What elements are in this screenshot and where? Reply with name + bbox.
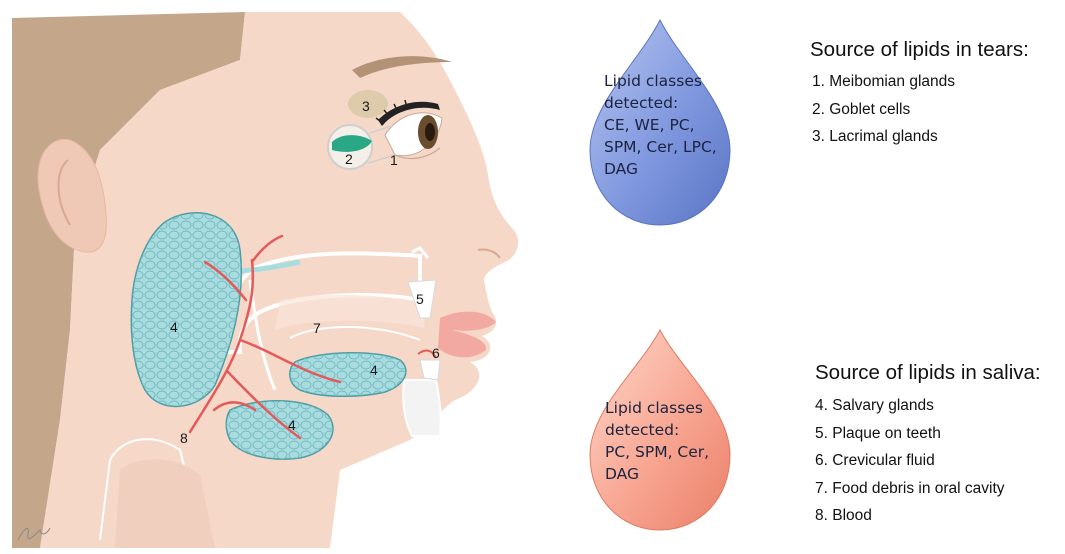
label-7: 7 <box>313 320 321 336</box>
jaw-bone <box>403 380 441 436</box>
label-2: 2 <box>345 151 353 167</box>
label-5: 5 <box>416 291 424 307</box>
saliva-drop-line-2: detected: <box>605 419 709 441</box>
label-3: 3 <box>362 98 370 114</box>
tears-panel-title: Source of lipids in tears: <box>810 38 1029 62</box>
tears-drop-line-5: DAG <box>604 158 717 180</box>
label-8: 8 <box>180 430 188 446</box>
saliva-panel-list: 4. Salvary glands 5. Plaque on teeth 6. … <box>815 396 1005 534</box>
saliva-item-8: 8. Blood <box>815 506 1005 534</box>
tears-item-2: 2. Goblet cells <box>812 100 955 128</box>
saliva-drop-line-4: DAG <box>605 463 709 485</box>
tears-item-1: 1. Meibomian glands <box>812 72 955 100</box>
saliva-drop-line-3: PC, SPM, Cer, <box>605 441 709 463</box>
saliva-item-7: 7. Food debris in oral cavity <box>815 479 1005 507</box>
tears-item-3: 3. Lacrimal glands <box>812 127 955 155</box>
saliva-item-5: 5. Plaque on teeth <box>815 424 1005 452</box>
tears-drop-line-2: detected: <box>604 92 717 114</box>
tears-drop-line-1: Lipid classes <box>604 70 717 92</box>
tears-drop-text: Lipid classes detected: CE, WE, PC, SPM,… <box>604 70 717 180</box>
tears-drop-line-4: SPM, Cer, LPC, <box>604 136 717 158</box>
saliva-item-4: 4. Salvary glands <box>815 396 1005 424</box>
label-4-sublingual: 4 <box>370 362 378 378</box>
tears-drop-line-3: CE, WE, PC, <box>604 114 717 136</box>
saliva-drop-text: Lipid classes detected: PC, SPM, Cer, DA… <box>605 397 709 485</box>
label-1: 1 <box>390 152 398 168</box>
tears-panel-list: 1. Meibomian glands 2. Goblet cells 3. L… <box>812 72 955 155</box>
saliva-drop-line-1: Lipid classes <box>605 397 709 419</box>
saliva-item-6: 6. Crevicular fluid <box>815 451 1005 479</box>
saliva-panel-title: Source of lipids in saliva: <box>815 361 1041 385</box>
label-4-parotid: 4 <box>170 319 178 335</box>
